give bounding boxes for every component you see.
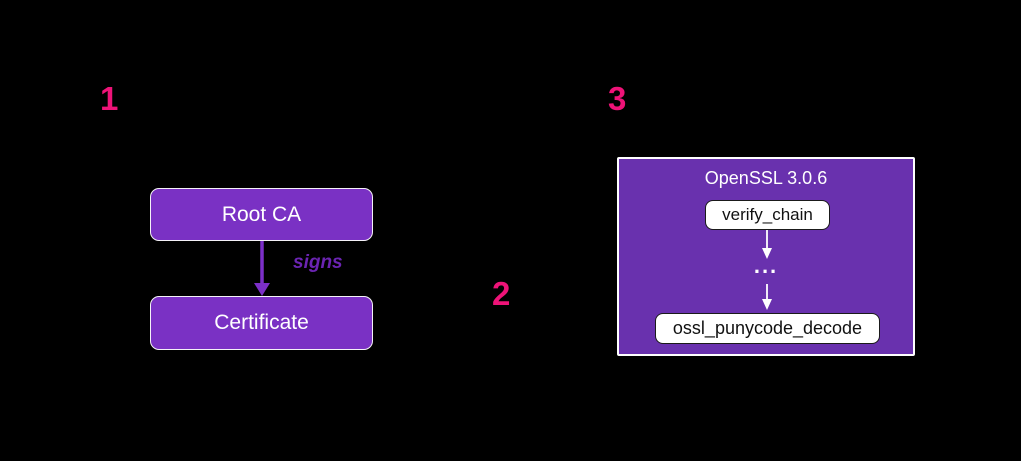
- verify-chain-label: verify_chain: [722, 205, 813, 224]
- ossl-punycode-decode-node: ossl_punycode_decode: [655, 313, 880, 344]
- signs-edge-label: signs: [293, 252, 343, 273]
- verify-chain-node: verify_chain: [705, 200, 830, 230]
- certificate-label: Certificate: [214, 311, 309, 334]
- call-arrow-down-icon: [762, 230, 772, 259]
- ossl-punycode-decode-label: ossl_punycode_decode: [672, 318, 863, 338]
- call-arrow-down-icon: [762, 284, 772, 310]
- openssl-panel-title: OpenSSL 3.0.6: [704, 168, 828, 188]
- step-number-3: 3: [608, 80, 627, 117]
- signs-arrow-icon: [254, 241, 270, 296]
- certificate-node: Certificate: [150, 296, 373, 350]
- root-ca-node: Root CA: [150, 188, 373, 241]
- root-ca-label: Root CA: [221, 202, 302, 226]
- step-number-1: 1: [100, 80, 119, 117]
- step-number-2: 2: [492, 275, 511, 312]
- call-chain-ellipsis: ...: [753, 253, 779, 278]
- openssl-panel: OpenSSL 3.0.6 verify_chain ... ossl_puny…: [617, 157, 915, 356]
